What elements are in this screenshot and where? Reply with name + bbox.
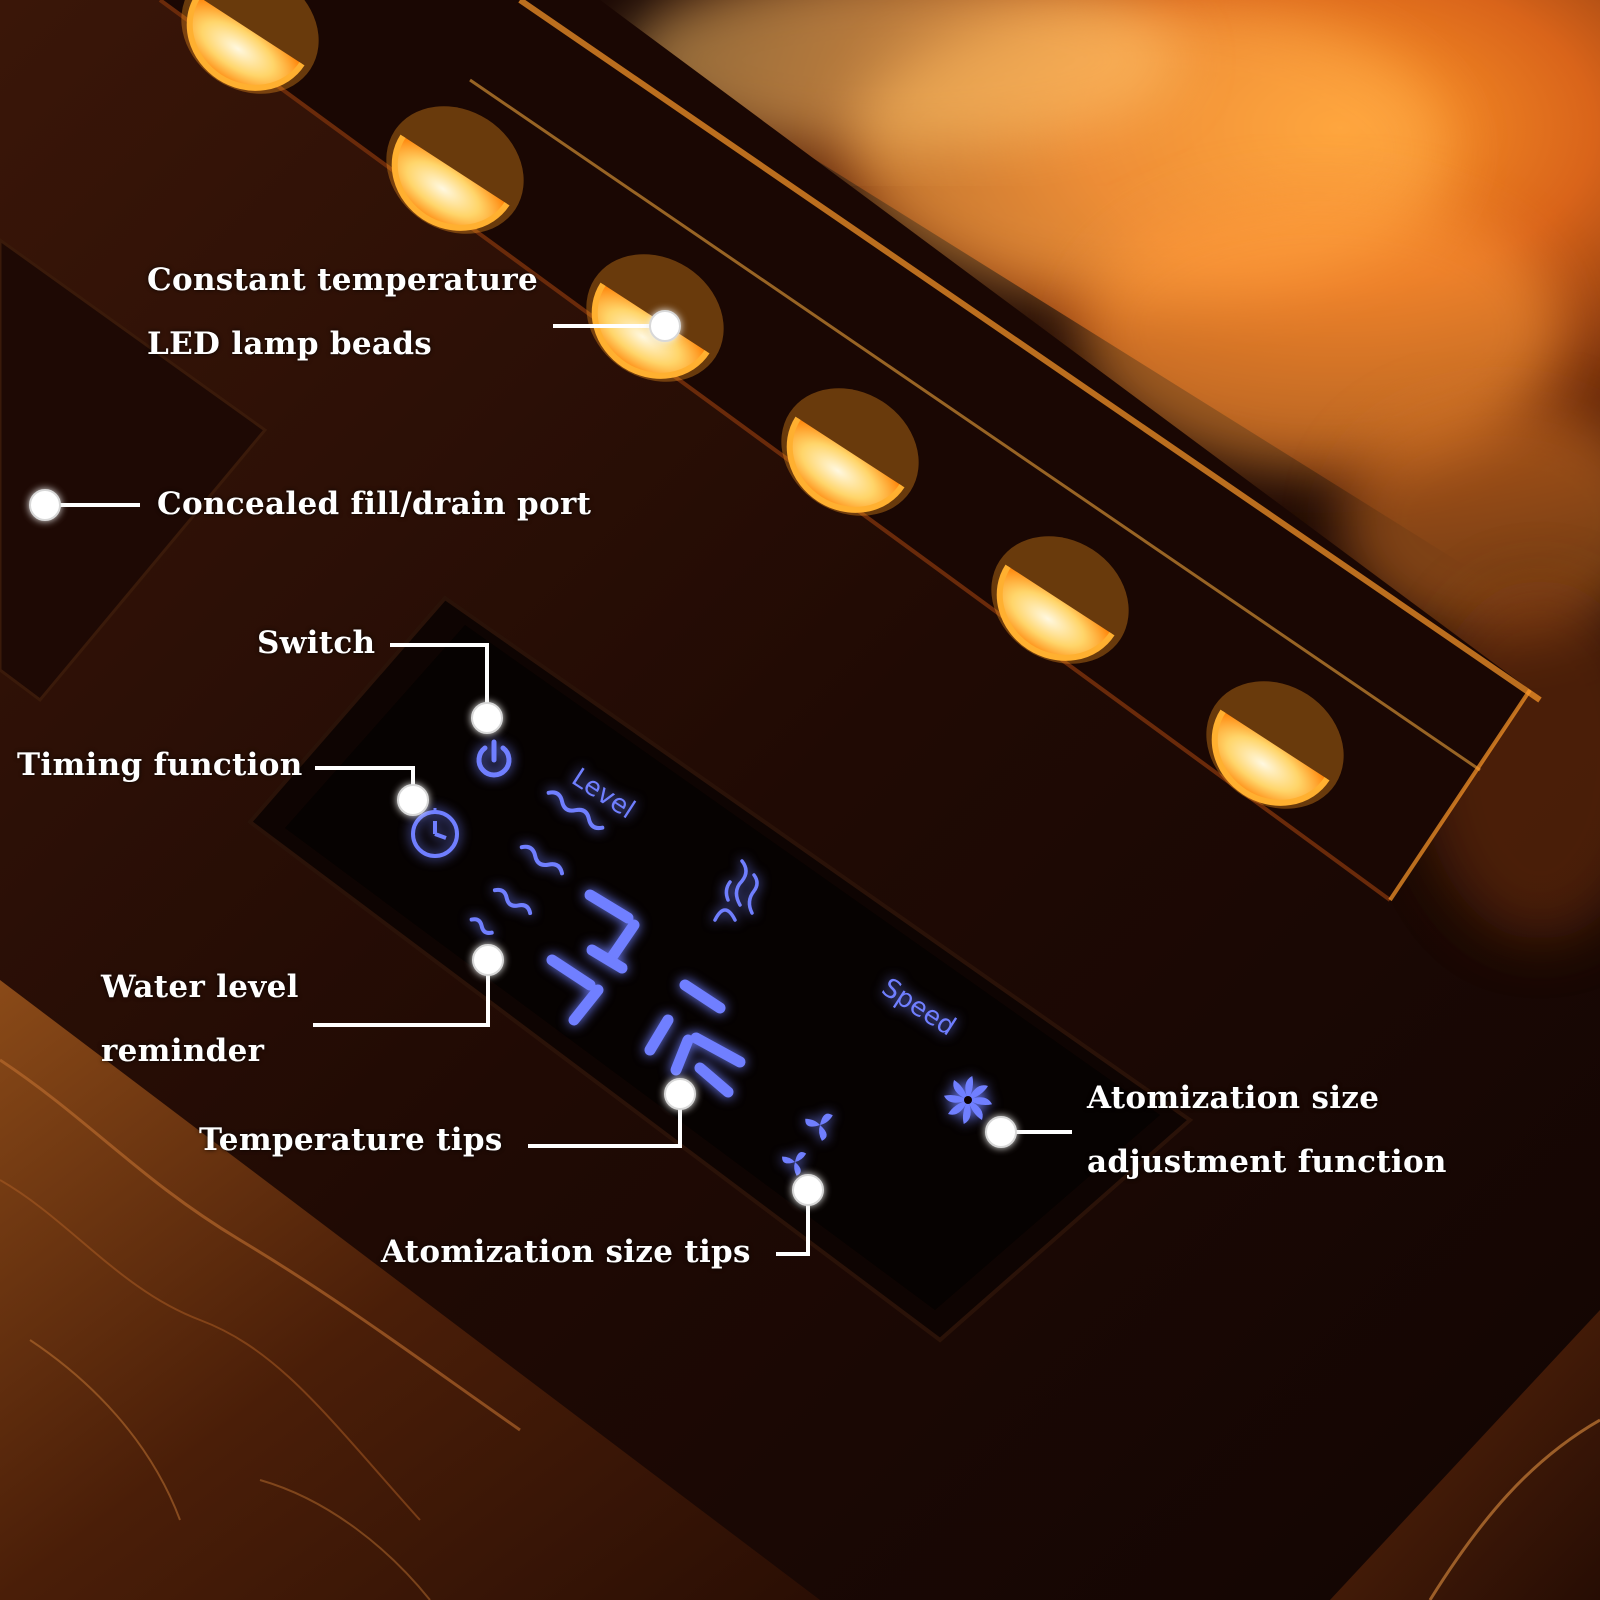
annotation-dots (29, 310, 1017, 1206)
segment (586, 944, 628, 974)
label-led-line1: Constant temperature (147, 262, 538, 298)
led-bulb (1206, 681, 1344, 809)
label-drain-port-text: Concealed fill/drain port (157, 486, 592, 522)
fan-small-icon (782, 1113, 833, 1176)
fan-small-b (805, 1113, 833, 1141)
label-atom-adj-line2: adjustment function (1087, 1144, 1447, 1180)
annotation-dot (472, 944, 504, 976)
segment (604, 919, 640, 966)
segment (679, 979, 726, 1014)
segment (670, 1034, 694, 1076)
label-water-line2: reminder (101, 1033, 265, 1069)
segment (568, 984, 604, 1026)
label-drain-port: Concealed fill/drain port (157, 472, 591, 536)
segment (694, 1062, 734, 1098)
led-bulb (386, 106, 524, 234)
label-atom-tips-text: Atomization size tips (381, 1234, 751, 1270)
led-lamp-beads (181, 0, 1344, 809)
marble-surface (0, 980, 1600, 1600)
annotation-dot (471, 702, 503, 734)
led-bulb (991, 536, 1129, 664)
label-atom-adjust: Atomization size adjustment function (1087, 1066, 1447, 1194)
label-switch-text: Switch (257, 625, 376, 661)
annotation-dot (985, 1116, 1017, 1148)
control-panel (247, 595, 1194, 1343)
label-atom-adj-line1: Atomization size (1087, 1080, 1380, 1116)
temperature-display (546, 889, 746, 1098)
segment (644, 1014, 674, 1056)
led-bulb (181, 0, 319, 94)
segment (690, 1032, 746, 1068)
label-water-line1: Water level (101, 969, 299, 1005)
label-temperature: Temperature tips (199, 1108, 503, 1172)
fan-small-a (782, 1152, 807, 1176)
label-temperature-text: Temperature tips (199, 1122, 503, 1158)
label-water-level: Water level reminder (101, 955, 299, 1083)
clock-icon[interactable] (411, 808, 459, 858)
fan-large-icon[interactable] (943, 1075, 993, 1125)
label-led-lamp-beads: Constant temperature LED lamp beads (147, 248, 538, 376)
annotation-dot (29, 489, 61, 521)
annotation-dot (664, 1078, 696, 1110)
power-icon[interactable] (476, 739, 512, 778)
label-atom-tips: Atomization size tips (381, 1220, 751, 1284)
segment (584, 889, 634, 924)
water-wave-icon (469, 790, 605, 935)
annotation-dot (649, 310, 681, 342)
annotation-dot (397, 784, 429, 816)
label-timing: Timing function (17, 733, 303, 797)
segment (546, 954, 596, 991)
flame-mist-icon (713, 859, 759, 922)
annotation-dot (792, 1174, 824, 1206)
label-switch: Switch (257, 611, 375, 675)
led-bulb (781, 388, 919, 516)
label-timing-text: Timing function (17, 747, 303, 783)
flame-smoke (560, 0, 1600, 940)
label-led-line2: LED lamp beads (147, 326, 433, 362)
